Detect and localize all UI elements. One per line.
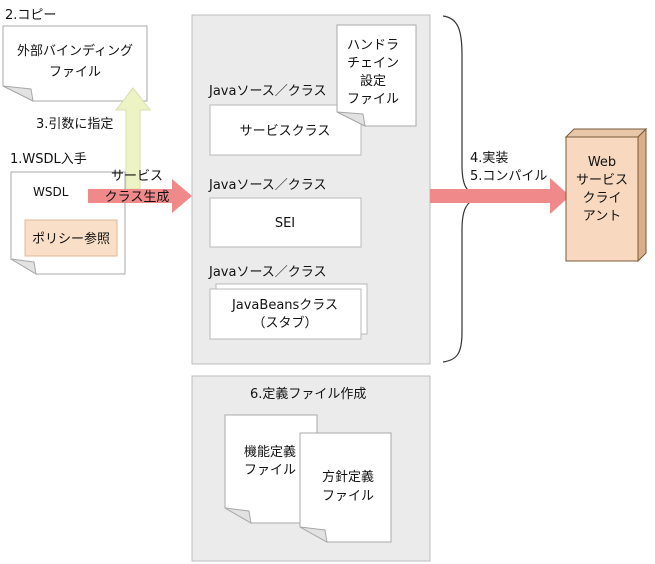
gen-red-arrow [88,179,192,213]
service-class-box [209,104,362,156]
step-wsdl-label: 1.WSDL入手 [10,152,87,167]
step-implement-label: 4.実装 [470,150,508,166]
policy-def-doc [299,432,392,543]
step-def-file-label: 6.定義ファイル作成 [250,386,366,402]
policy-ref-label: ポリシー参照 [32,231,110,247]
handler-chain-line3: 設定 [360,73,386,89]
handler-chain-doc [336,24,417,127]
policy-def-doc-fold [299,526,328,543]
feature-def-line1: 機能定義 [244,444,296,460]
handler-chain-doc-fold [336,111,366,127]
compile-red-arrow [430,178,570,214]
policy-def-line1: 方針定義 [322,469,374,485]
javabeans-line2: （スタブ） [252,315,317,331]
client-line2: サービス [576,173,628,188]
external-binding-line1: 外部バインディング [17,43,133,59]
step-compile-label: 5.コンパイル [470,169,547,184]
args-yellow-arrow [114,87,152,190]
java-section-label-2: Javaソース／クラス [208,178,327,193]
feature-def-doc [224,414,318,524]
java-section-label-1: Javaソース／クラス [208,84,327,99]
gen-label-line2: クラス生成 [105,190,170,205]
policy-ref-box [24,219,118,257]
client-box-side [637,127,647,263]
wsdl-doc-fold [10,258,37,275]
service-class-label: サービスクラス [240,124,331,139]
javabeans-line1: JavaBeansクラス [231,298,338,313]
feature-def-line2: ファイル [244,463,296,478]
client-line1: Web [588,155,616,170]
handler-chain-line2: チェイン [347,56,399,71]
policy-def-line2: ファイル [322,489,374,504]
step-copy-label: 2.コピー [5,8,56,23]
external-binding-line2: ファイル [49,65,101,80]
step-args-label: 3.引数に指定 [36,117,113,132]
client-box-top [564,128,648,138]
client-line4: アント [583,209,621,224]
java-section-label-3: Javaソース／クラス [208,265,327,280]
client-box [565,136,639,262]
external-binding-doc [2,25,148,102]
handler-chain-line1: ハンドラ [347,38,399,53]
external-binding-doc-fold [2,85,34,102]
feature-def-doc-fold [224,507,252,524]
client-line3: クライ [582,191,621,206]
gen-label-line1: サービス [111,169,163,184]
sei-box [209,197,362,248]
sei-label: SEI [275,216,295,231]
javabeans-box [209,288,362,340]
wsdl-label: WSDL [33,185,69,199]
handler-chain-line4: ファイル [347,92,399,107]
